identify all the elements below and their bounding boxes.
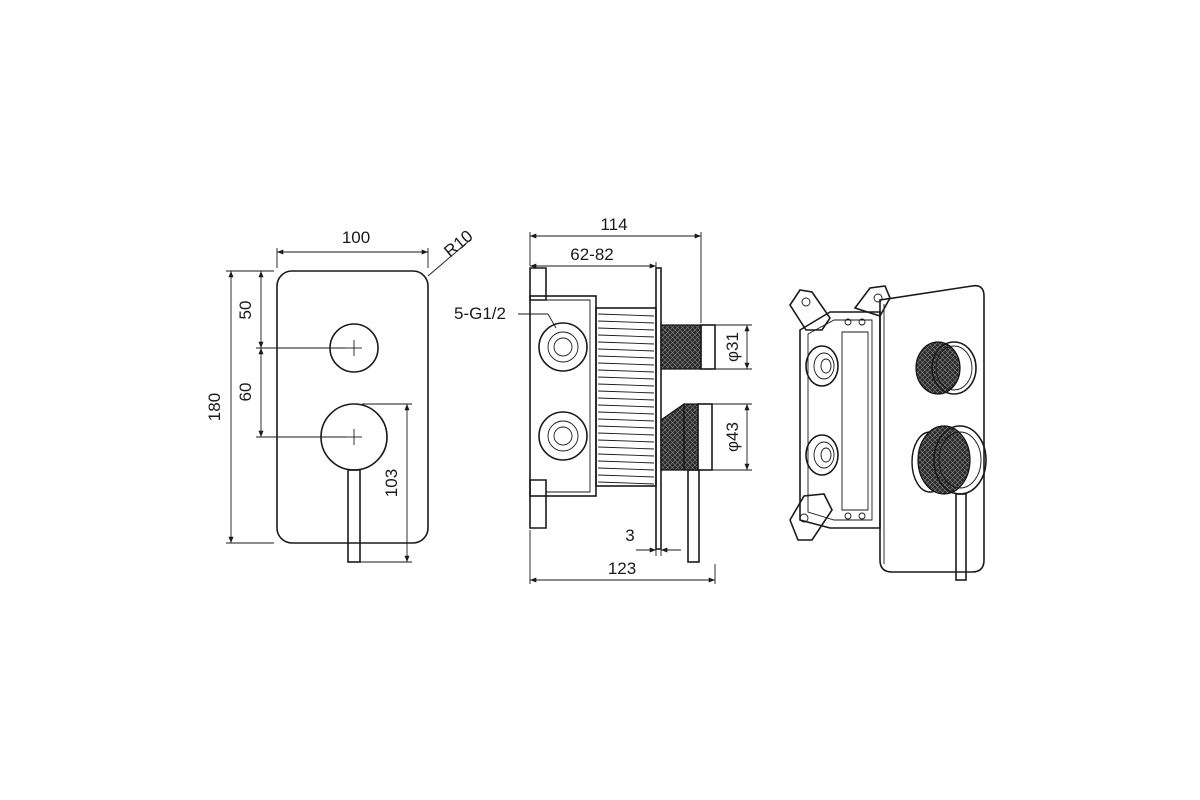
front-view: 100 R10 180 50 60 <box>205 226 477 563</box>
valve-body <box>529 295 597 497</box>
thread-line <box>597 481 655 485</box>
dim-knob-spacing: 60 <box>236 348 346 438</box>
lever <box>347 469 361 563</box>
dim-62-82-label: 62-82 <box>570 245 613 264</box>
thread-line <box>597 439 655 443</box>
lever-side <box>687 469 700 563</box>
cover-plate <box>276 270 429 544</box>
dim-103-label: 103 <box>382 469 401 497</box>
dim-width-label: 100 <box>342 228 370 247</box>
iso-lever <box>955 493 967 581</box>
iso-port-lower <box>805 434 839 476</box>
mount-ear <box>789 289 831 331</box>
thread-line <box>597 320 655 324</box>
dim-radius-label: R10 <box>440 226 476 261</box>
thread-line <box>597 425 655 429</box>
dim-ports: 5-G1/2 <box>454 304 557 329</box>
dim-height-label: 180 <box>205 393 224 421</box>
plate-edge <box>655 267 662 550</box>
dim-3-label: 3 <box>625 526 634 545</box>
dim-height: 180 <box>205 270 274 544</box>
port-upper <box>538 322 588 372</box>
thread-line <box>597 411 655 415</box>
dim-60-label: 60 <box>236 383 255 402</box>
thread-line <box>597 404 655 408</box>
small-knob-side <box>660 324 702 370</box>
dim-lever-length: 103 <box>360 403 412 563</box>
dim-top-to-knob: 50 <box>236 271 346 349</box>
dim-50-label: 50 <box>236 301 255 320</box>
thread-line <box>597 432 655 436</box>
thread-line <box>597 341 655 345</box>
large-knob-side <box>660 402 685 471</box>
iso-cover-plate <box>879 284 985 573</box>
dim-ports-label: 5-G1/2 <box>454 304 506 323</box>
dim-overall-depth: 123 <box>529 530 716 584</box>
dim-total-depth: 114 <box>529 215 702 323</box>
thread-line <box>597 376 655 380</box>
thread-line <box>597 334 655 338</box>
thread-line <box>597 327 655 331</box>
dim-123-label: 123 <box>608 559 636 578</box>
dim-phi43-label: φ43 <box>723 422 742 452</box>
dim-radius: R10 <box>427 226 477 277</box>
thread-line <box>597 355 655 359</box>
iso-small-knob <box>915 341 977 395</box>
side-view: 114 62-82 5-G1/2 φ31 φ43 <box>454 215 752 584</box>
dim-plate-thickness: 3 <box>625 526 681 556</box>
sleeve-threads <box>597 313 655 485</box>
dim-large-knob: φ43 <box>712 403 752 471</box>
dim-114-label: 114 <box>600 215 627 234</box>
thread-line <box>597 369 655 373</box>
thread-line <box>597 397 655 401</box>
dim-width: 100 <box>276 228 429 268</box>
thread-line <box>597 453 655 457</box>
dim-install-depth: 62-82 <box>530 245 657 269</box>
isometric-view <box>789 284 987 581</box>
iso-port-upper <box>805 345 839 387</box>
thread-line <box>597 390 655 394</box>
thread-line <box>597 348 655 352</box>
threaded-sleeve <box>595 307 657 487</box>
dim-phi31-label: φ31 <box>723 332 742 362</box>
thread-line <box>597 418 655 422</box>
thread-line <box>597 474 655 478</box>
thread-line <box>597 460 655 464</box>
dim-small-knob: φ31 <box>715 324 752 370</box>
thread-line <box>597 313 655 317</box>
thread-line <box>597 383 655 387</box>
iso-large-knob <box>911 425 987 495</box>
port-lower <box>538 411 588 461</box>
thread-line <box>597 362 655 366</box>
thread-line <box>597 467 655 471</box>
thread-line <box>597 446 655 450</box>
